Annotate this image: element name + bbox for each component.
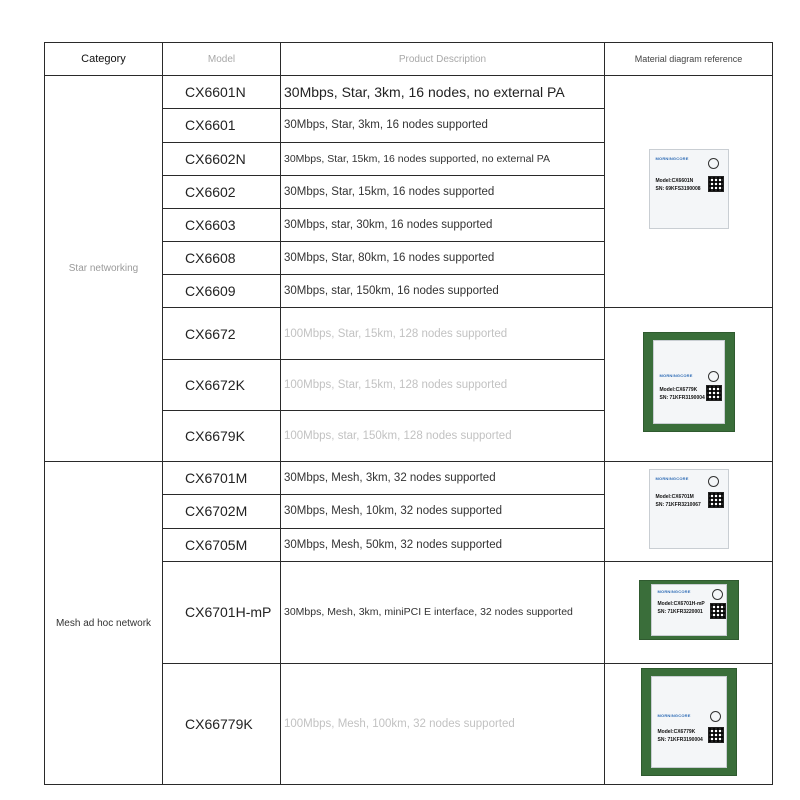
certification-logo-icon: [707, 475, 719, 487]
certification-logo-icon: [707, 371, 719, 383]
model-cell: CX6672K: [162, 358, 281, 411]
module-sn-line: SN: 69KFS3190008: [655, 186, 701, 193]
chip-module-icon: MORNINGCORE Model:CX6779K SN: 71KFR31900…: [642, 332, 735, 433]
table-row: CX6602N 30Mbps, Star, 15km, 16 nodes sup…: [45, 141, 773, 176]
table-row: Star networking CX6601N 30Mbps, Star, 3k…: [44, 75, 773, 463]
table-row: Mesh ad hoc network CX6701M 30Mbps, Mesh…: [44, 461, 773, 785]
model-cell: CX6602N: [162, 141, 281, 176]
module-sn-line: SN: 71KFR3190004: [659, 395, 705, 402]
category-mesh: Mesh ad hoc network: [44, 461, 163, 785]
description-cell: 30Mbps, Mesh, 10km, 32 nodes supported: [280, 494, 605, 529]
model-cell: CX6701H-mP: [162, 560, 281, 665]
module-brand: MORNINGCORE: [659, 373, 693, 379]
qr-code-icon: [707, 726, 724, 743]
category-star: Star networking: [44, 75, 163, 463]
description-cell: 30Mbps, Star, 3km, 16 nodes supported: [280, 108, 605, 143]
reference-image-cell: MORNINGCORE Model:CX6779K SN: 71KFR31900…: [604, 307, 773, 463]
header-reference: Material diagram reference: [604, 41, 773, 77]
model-cell: CX6701M: [162, 461, 281, 496]
qr-code-icon: [707, 176, 724, 193]
header-row: Category Model Product Description Mater…: [44, 41, 773, 77]
table-row: CX6672 100Mbps, Star, 15km, 128 nodes su…: [45, 307, 773, 463]
model-cell: CX6601N: [162, 75, 281, 110]
module-sn-line: SN: 71KFR3210067: [655, 501, 701, 508]
reference-image-cell: MORNINGCORE Model:CX6701H-mP SN: 71KFR32…: [604, 560, 773, 665]
module-brand: MORNINGCORE: [657, 588, 691, 594]
qr-code-icon: [707, 491, 724, 508]
model-cell: CX6609: [162, 274, 281, 309]
chip-module-icon: MORNINGCORE Model:CX6601N SN: 69KFS31900…: [648, 149, 729, 230]
header-model: Model: [162, 41, 281, 77]
description-cell: 100Mbps, star, 150km, 128 nodes supporte…: [280, 409, 605, 463]
description-cell: 30Mbps, Star, 80km, 16 nodes supported: [280, 241, 605, 276]
module-model-line: Model:CX6601N: [655, 178, 694, 185]
description-cell: 30Mbps, Mesh, 50km, 32 nodes supported: [280, 527, 605, 562]
model-cell: CX6705M: [162, 527, 281, 562]
table-row: CX6601 30Mbps, Star, 3km, 16 nodes suppo…: [45, 108, 773, 143]
module-sn-line: SN: 71KFR3190004: [657, 736, 703, 743]
description-cell: 30Mbps, Star, 3km, 16 nodes, no external…: [280, 75, 605, 110]
description-cell: 30Mbps, Star, 15km, 16 nodes supported, …: [280, 141, 605, 176]
module-model-line: Model:CX6701M: [655, 493, 694, 500]
table-row: CX6702M 30Mbps, Mesh, 10km, 32 nodes sup…: [45, 494, 773, 529]
model-cell: CX6702M: [162, 494, 281, 529]
chip-module-icon: MORNINGCORE Model:CX6701H-mP SN: 71KFR32…: [638, 579, 739, 640]
model-cell: CX6602: [162, 174, 281, 209]
description-cell: 30Mbps, star, 30km, 16 nodes supported: [280, 207, 605, 243]
header-description: Product Description: [280, 41, 605, 77]
table-row: CX6609 30Mbps, star, 150km, 16 nodes sup…: [45, 274, 773, 309]
qr-code-icon: [705, 385, 722, 402]
description-cell: 100Mbps, Mesh, 100km, 32 nodes supported: [280, 663, 605, 785]
reference-image-cell: MORNINGCORE Model:CX6601N SN: 69KFS31900…: [604, 75, 773, 309]
module-brand: MORNINGCORE: [655, 156, 689, 162]
certification-logo-icon: [707, 158, 719, 170]
module-model-line: Model:CX6779K: [657, 728, 696, 735]
table-row: CX6701H-mP 30Mbps, Mesh, 3km, miniPCI E …: [45, 560, 773, 665]
module-sn-line: SN: 71KFR3220001: [657, 608, 703, 615]
module-model-line: Model:CX6701H-mP: [657, 600, 705, 607]
module-brand: MORNINGCORE: [655, 475, 689, 481]
model-cell: CX6672: [162, 307, 281, 360]
description-cell: 100Mbps, Star, 15km, 128 nodes supported: [280, 358, 605, 411]
table-row: CX6603 30Mbps, star, 30km, 16 nodes supp…: [45, 207, 773, 243]
header-category: Category: [44, 41, 163, 77]
model-cell: CX6679K: [162, 409, 281, 463]
table-row: CX6602 30Mbps, Star, 15km, 16 nodes supp…: [45, 174, 773, 209]
certification-logo-icon: [709, 710, 721, 722]
table-row: CX6679K 100Mbps, star, 150km, 128 nodes …: [45, 409, 773, 463]
chip-module-icon: MORNINGCORE Model:CX6779K SN: 71KFR31900…: [640, 667, 737, 776]
qr-code-icon: [709, 602, 726, 619]
reference-image-cell: MORNINGCORE Model:CX6779K SN: 71KFR31900…: [604, 663, 773, 785]
certification-logo-icon: [711, 588, 723, 600]
model-cell: CX6603: [162, 207, 281, 243]
chip-module-icon: MORNINGCORE Model:CX6701M SN: 71KFR32100…: [648, 468, 729, 549]
table-row: CX6705M 30Mbps, Mesh, 50km, 32 nodes sup…: [45, 527, 773, 562]
module-model-line: Model:CX6779K: [659, 387, 698, 394]
table-row: CX66779K 100Mbps, Mesh, 100km, 32 nodes …: [45, 663, 773, 785]
table-row: CX6608 30Mbps, Star, 80km, 16 nodes supp…: [45, 241, 773, 276]
model-cell: CX6608: [162, 241, 281, 276]
model-cell: CX66779K: [162, 663, 281, 785]
reference-image-cell: MORNINGCORE Model:CX6701M SN: 71KFR32100…: [604, 461, 773, 562]
description-cell: 100Mbps, Star, 15km, 128 nodes supported: [280, 307, 605, 360]
model-cell: CX6601: [162, 108, 281, 143]
description-cell: 30Mbps, Star, 15km, 16 nodes supported: [280, 174, 605, 209]
product-table: Category Model Product Description Mater…: [44, 41, 773, 785]
module-brand: MORNINGCORE: [657, 712, 691, 718]
description-cell: 30Mbps, star, 150km, 16 nodes supported: [280, 274, 605, 309]
description-cell: 30Mbps, Mesh, 3km, miniPCI E interface, …: [280, 560, 605, 665]
description-cell: 30Mbps, Mesh, 3km, 32 nodes supported: [280, 461, 605, 496]
